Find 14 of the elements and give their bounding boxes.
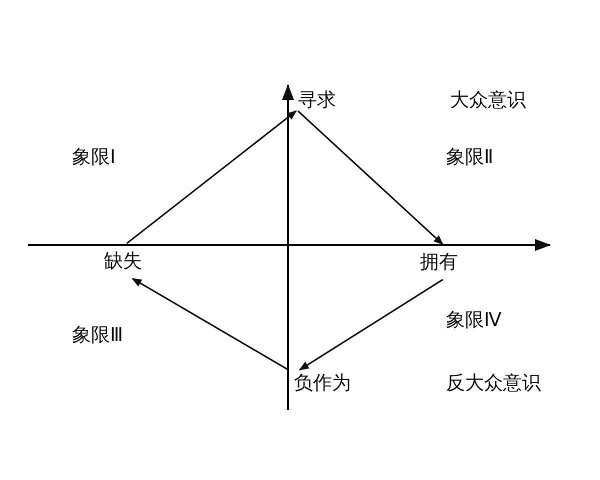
quadrant-label: 象限Ⅲ [72, 324, 124, 346]
term-label: 缺失 [104, 250, 142, 272]
term-label: 拥有 [420, 251, 458, 273]
term-label: 寻求 [298, 89, 336, 111]
quadrant-label: 象限Ⅱ [446, 146, 494, 168]
arrow [298, 278, 444, 370]
arrow [132, 278, 289, 370]
term-label: 负作为 [294, 372, 351, 394]
quadrant-label: 大众意识 [450, 89, 526, 111]
quadrant-label: 反大众意识 [446, 372, 541, 394]
quadrant-label: 象限Ⅰ [72, 146, 116, 168]
arrow [297, 110, 444, 246]
quadrant-label: 象限Ⅳ [446, 309, 502, 331]
arrow [126, 110, 297, 244]
